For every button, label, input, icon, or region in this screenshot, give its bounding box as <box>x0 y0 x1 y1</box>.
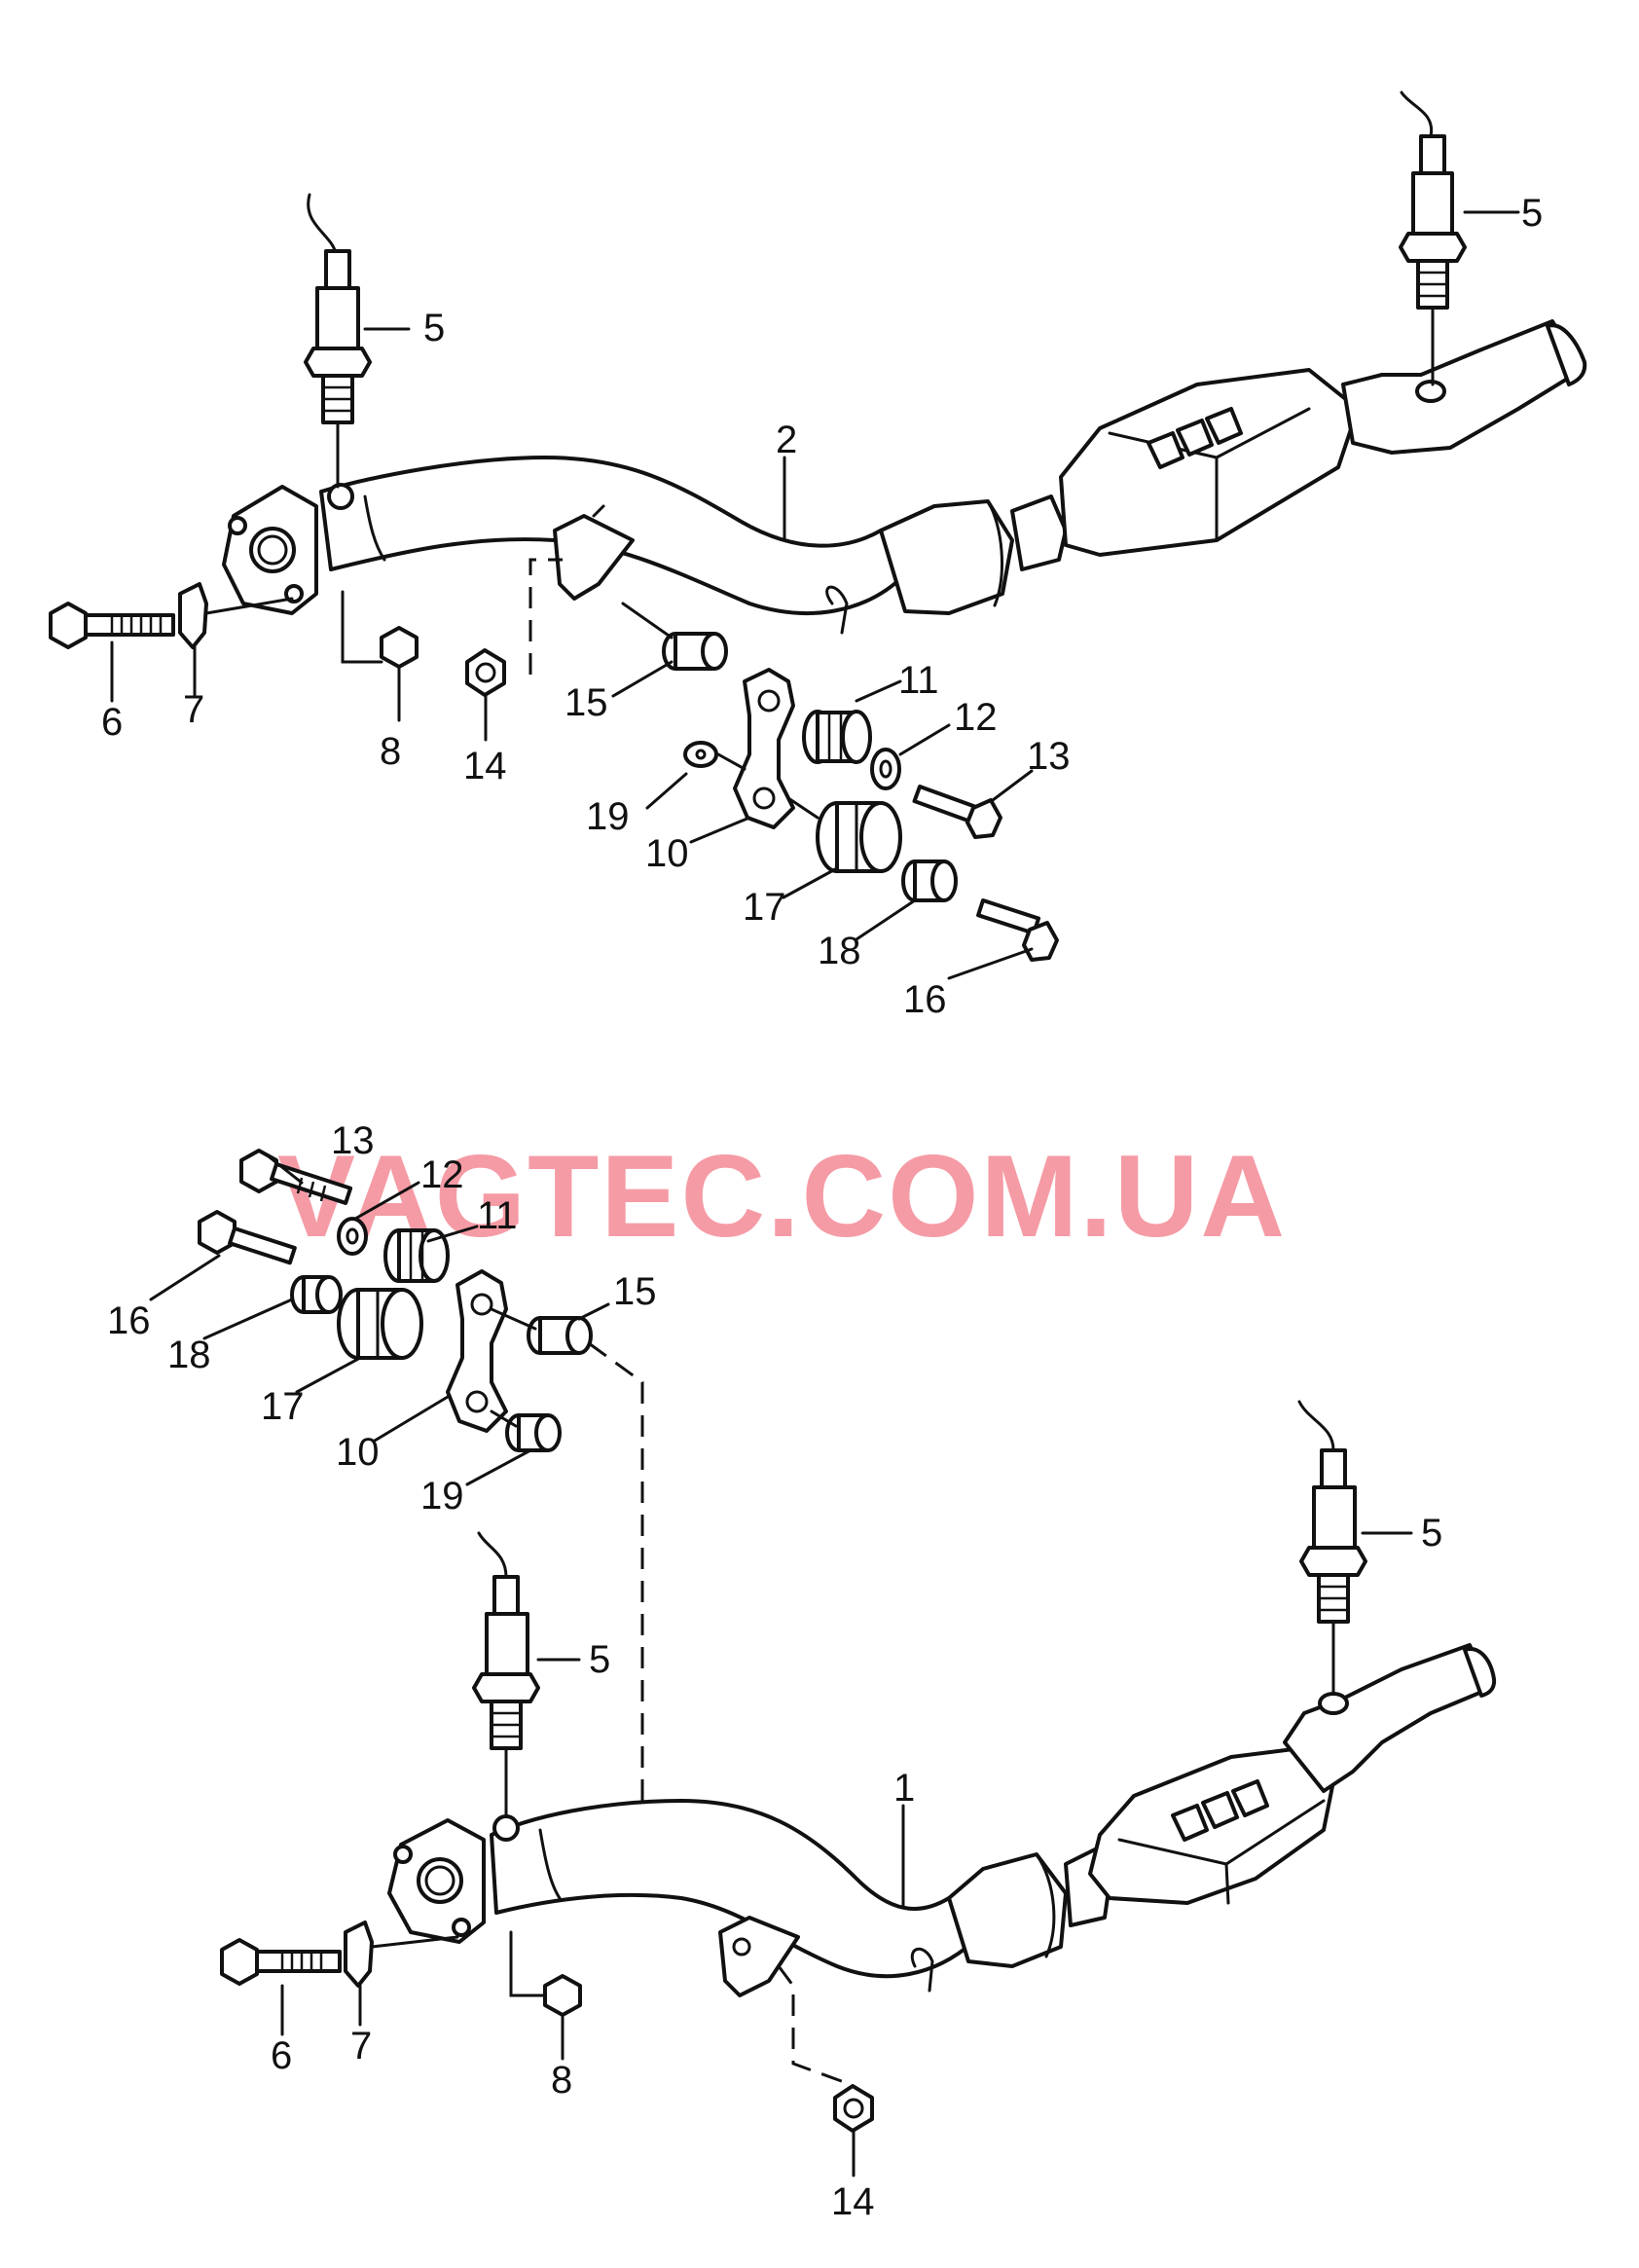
top-bracket <box>733 668 795 829</box>
bottom-nut <box>833 2084 874 2133</box>
bottom-bushing-small <box>383 1228 450 1283</box>
top-flange-nut <box>380 626 419 669</box>
bottom-label-bushing-large: 17 <box>261 1385 305 1428</box>
top-label-pipe: 2 <box>776 419 797 461</box>
top-precat <box>879 499 1014 615</box>
bottom-clamp <box>344 1920 374 1988</box>
bottom-label-small-bolt: 13 <box>331 1119 375 1162</box>
bottom-label-long-bolt: 16 <box>107 1299 151 1342</box>
top-small-washer <box>683 741 718 768</box>
bottom-bracket <box>446 1269 508 1433</box>
top-label-long-bolt: 16 <box>903 978 947 1021</box>
top-bushing-large <box>816 801 902 873</box>
top-label-bushing-small: 11 <box>898 659 939 702</box>
top-label-flange-nut: 8 <box>380 730 401 773</box>
bottom-label-bushing-small: 11 <box>477 1194 518 1237</box>
bottom-label-sensor-left: 5 <box>589 1638 610 1681</box>
top-lambda-sensor-left <box>304 193 372 489</box>
top-bushing-small <box>802 710 872 764</box>
top-main-catalyst <box>1059 368 1360 557</box>
bottom-label-clamp: 7 <box>350 2025 372 2067</box>
bottom-label-pipe: 1 <box>893 1767 915 1810</box>
bottom-precat <box>947 1852 1068 1968</box>
top-label-sensor-left: 5 <box>423 307 445 349</box>
bottom-flange-nut <box>543 1974 582 2017</box>
bottom-small-washer <box>490 1409 562 1452</box>
top-spacer <box>621 602 728 671</box>
bottom-large-washer <box>290 1275 343 1314</box>
bottom-label-bolt: 6 <box>271 2034 292 2077</box>
bottom-outlet-pipe <box>1283 1643 1491 1793</box>
top-small-bolt <box>912 784 1002 839</box>
bottom-label-sensor-right: 5 <box>1421 1512 1442 1555</box>
bottom-pipe-bracket <box>718 1916 800 1997</box>
top-label-large-washer: 18 <box>818 930 861 972</box>
top-label-bolt: 6 <box>101 701 123 744</box>
top-label-spacer: 15 <box>565 681 608 724</box>
bottom-label-large-washer: 18 <box>167 1334 211 1376</box>
bottom-washer <box>337 1217 368 1256</box>
bottom-assembly: 13 12 11 15 16 18 17 10 19 5 5 1 6 7 8 1… <box>107 1119 1497 2223</box>
bottom-label-small-washer: 19 <box>420 1475 464 1518</box>
bottom-label-washer: 12 <box>420 1153 464 1196</box>
bottom-lambda-sensor-left <box>472 1531 540 1817</box>
top-nut <box>465 648 506 697</box>
top-washer <box>870 748 901 790</box>
top-label-bracket: 10 <box>645 832 689 875</box>
top-label-washer: 12 <box>954 696 998 739</box>
bottom-long-bolt <box>198 1210 297 1265</box>
bottom-spacer <box>490 1307 593 1355</box>
top-long-bolt <box>976 898 1059 962</box>
top-lambda-sensor-right <box>1399 91 1467 386</box>
top-label-bushing-large: 17 <box>743 886 786 929</box>
top-assembly: 2 5 5 6 7 8 14 15 11 12 13 19 10 17 18 1… <box>49 91 1587 1021</box>
bottom-lambda-sensor-right <box>1297 1400 1367 1696</box>
top-label-small-bolt: 13 <box>1027 735 1071 778</box>
top-large-washer <box>901 860 958 902</box>
top-label-small-washer: 19 <box>586 795 630 838</box>
bottom-bolt <box>220 1938 342 1986</box>
top-pipe-bracket <box>553 514 635 601</box>
bottom-label-bracket: 10 <box>336 1431 380 1474</box>
bottom-bushing-large <box>337 1288 423 1360</box>
top-outlet-pipe <box>1341 319 1584 455</box>
bottom-label-flange-nut: 8 <box>551 2059 572 2102</box>
top-label-clamp: 7 <box>183 688 204 731</box>
top-bolt <box>49 602 175 649</box>
top-label-nut: 14 <box>463 745 507 787</box>
top-label-sensor-right: 5 <box>1521 192 1543 235</box>
bottom-label-nut: 14 <box>831 2180 875 2223</box>
top-clamp <box>178 582 208 649</box>
bottom-label-spacer: 15 <box>613 1270 657 1313</box>
